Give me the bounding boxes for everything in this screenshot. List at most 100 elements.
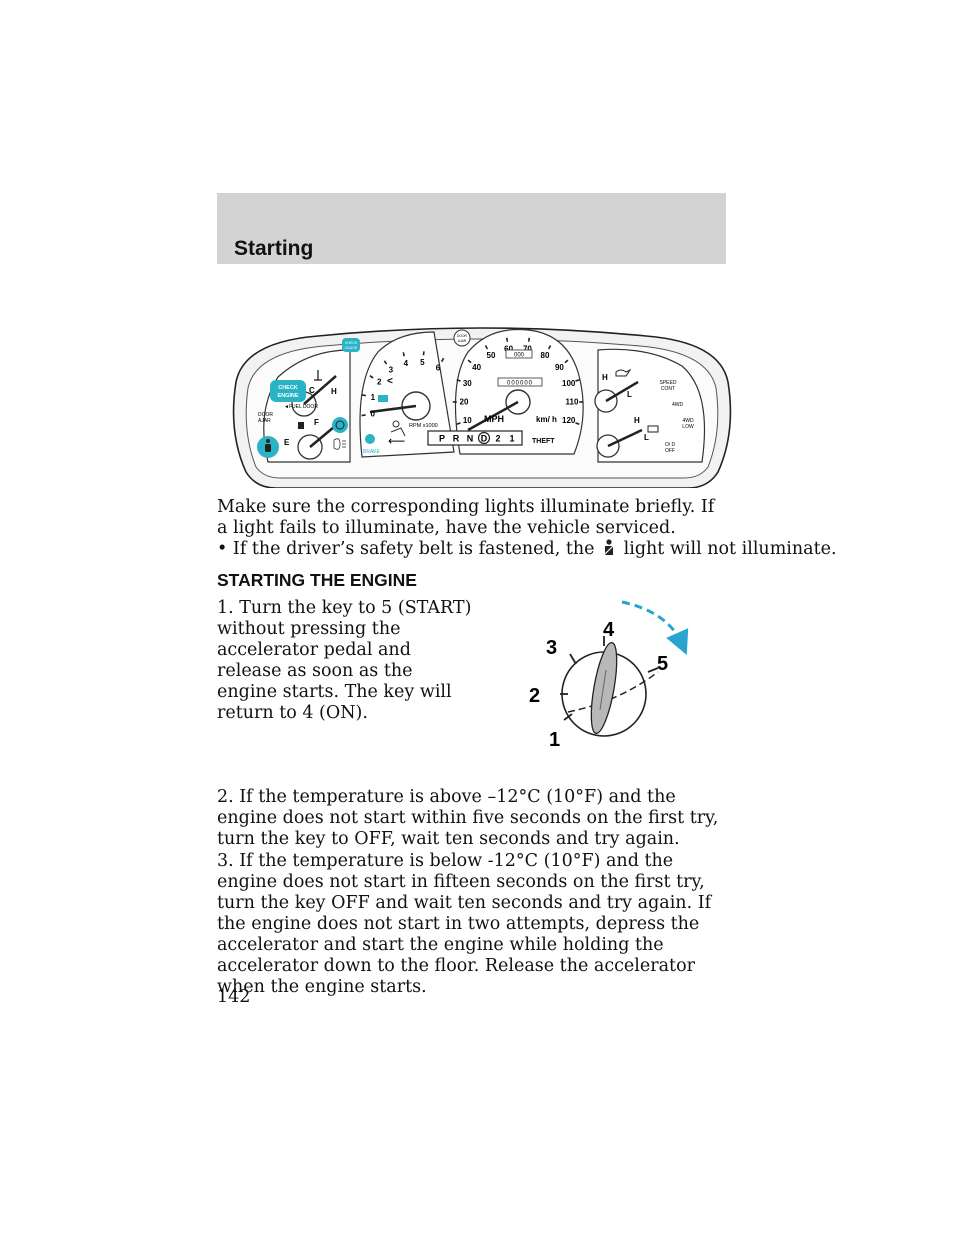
step-2-paragraph: 2. If the temperature is above –12°C (10… [217,787,719,849]
prndl-selected-ring [477,431,491,445]
check-engine-label-1: CHECK [278,385,298,391]
four-wd-label: 4WD [672,402,684,408]
fuel-empty-label: E [284,438,290,447]
tachometer-arrow: < [387,376,393,387]
odometer-value: 000000 [507,381,533,387]
door-ajar-top-light [453,329,471,347]
ignition-position-2: 2 [529,685,540,707]
airbag-warning-icon [390,420,406,437]
check-gauge-label-2: GAUGE [345,346,358,350]
theft-light-label: THEFT [532,438,555,445]
tachometer-units: RPM x1000 [409,423,438,429]
tach-tick-6: 6 [436,364,441,373]
ignition-key-diagram: 1 2 3 4 5 [529,600,689,751]
speedo-tick-90: 90 [555,363,564,372]
speedo-tick-120: 120 [562,416,576,425]
start-rotation-arrow [621,600,689,655]
ignition-position-5: 5 [657,653,668,675]
page-number: 142 [217,987,251,1007]
trip-odometer-window [505,349,533,359]
door-ajar-top-label-2: AJAR [458,339,467,343]
speedometer-kmh-label: km/ h [536,415,557,424]
seatbelt-text-after: light will not illuminate. [623,539,837,559]
tach-tick-mark [361,394,367,397]
speedo-tick-60: 60 [504,345,513,354]
volt-low-label: L [644,433,649,442]
prndl-letter-D: D [481,434,488,444]
tach-tick-mark [422,351,425,356]
ignition-position-4: 4 [603,619,615,641]
door-ajar-label-1: DOOR [258,412,273,418]
speedo-tick-mark [484,345,489,350]
check-engine-light [270,380,306,402]
fuel-full-label: F [314,418,319,427]
section-title: Starting [234,237,314,260]
abs-icon [335,420,345,430]
brake-warning-light [365,434,375,444]
speedo-tick-mark [575,378,580,382]
oil-low-label: L [627,390,632,399]
speedo-tick-mark [527,337,531,342]
ignition-position-3: 3 [546,637,557,659]
oil-high-label: H [602,373,608,382]
tach-tick-0: 0 [370,409,375,418]
speedo-tick-110: 110 [566,398,579,407]
speedo-tick-100: 100 [562,379,576,388]
ignition-key [590,642,618,734]
section-heading: STARTING THE ENGINE [217,570,417,590]
section-header-band: Starting [217,193,726,264]
temp-cold-label: C [309,386,315,395]
tach-tick-5: 5 [420,358,425,367]
battery-icon [647,425,659,433]
prndl-indicator [427,430,523,446]
step-1-paragraph: 1. Turn the key to 5 (START) without pre… [217,598,472,723]
speedo-tick-mark [456,422,461,426]
speedo-tick-mark [547,345,552,350]
four-wd-low-label-1: 4WD [682,418,694,424]
step-3-paragraph: 3. If the temperature is below -12°C (10… [217,851,712,997]
check-gauge-light [342,338,360,352]
check-gauge-label-1: CHECK [345,341,358,345]
check-engine-label-2: ENGINE [277,393,298,399]
prndl-letter-R: R [453,434,460,444]
speedo-tick-mark [505,337,509,342]
volt-high-label: H [634,416,640,425]
lights-check-paragraph: Make sure the corresponding lights illum… [217,497,715,538]
speedo-tick-70: 70 [523,345,532,354]
abs-warning-light [332,417,348,433]
speedometer-mph-label: MPH [484,414,504,424]
tach-tick-mark [361,414,366,417]
speedo-tick-30: 30 [463,379,472,388]
tach-tick-mark [402,352,405,357]
odometer-window [497,377,543,387]
od-off-label-1: O/ D [665,442,676,448]
brake-label: BRAKE [363,449,381,455]
prndl-letter-1: 1 [509,434,514,444]
door-ajar-top-label-1: DOOR [457,334,468,338]
tach-tick-4: 4 [404,359,409,368]
oil-can-icon [615,368,632,377]
speedo-tick-mark [575,422,580,426]
seatbelt-inline-icon [603,539,615,556]
seatbelt-text-before: If the driver’s safety belt is fastened,… [232,539,595,559]
trip-odometer-value: 000 [514,353,525,359]
speedo-tick-50: 50 [487,351,496,360]
speedo-tick-10: 10 [463,416,472,425]
bullet-mark: • [217,539,228,559]
speedo-tick-40: 40 [472,363,481,372]
key-off-path [567,671,659,713]
four-wd-low-label-2: LOW [682,424,694,430]
ignition-position-1: 1 [549,729,560,751]
tach-tick-mark [440,357,445,363]
fuel-door-label: ◄FUEL DOOR [284,404,318,410]
battery-warning-light [378,395,388,402]
prndl-left-arrow: ⟵ [388,434,405,448]
tach-tick-1: 1 [371,393,376,402]
speed-control-label-1: SPEED [660,380,677,386]
speed-control-label-2: CONT [661,386,675,392]
od-off-label-2: OFF [665,448,675,454]
coolant-temp-icon [314,370,322,381]
